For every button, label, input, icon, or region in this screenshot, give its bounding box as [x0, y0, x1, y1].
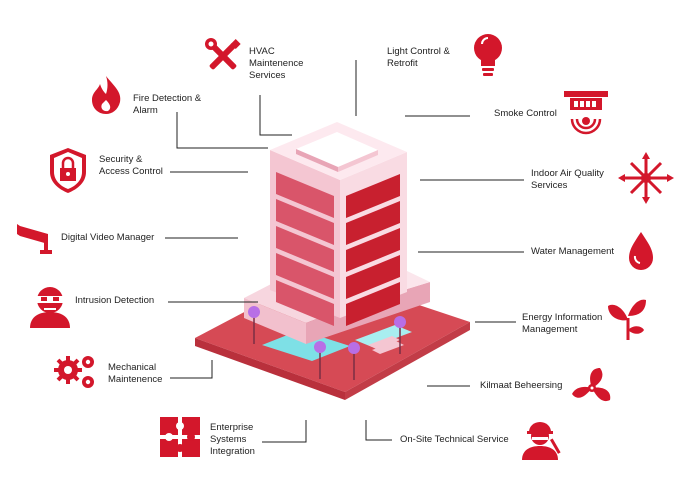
label-energy: Energy Information Management — [522, 312, 603, 335]
line-hvac — [259, 95, 292, 136]
label-intrusion: Intrusion Detection — [75, 295, 155, 306]
window-left — [276, 172, 334, 218]
label-smoke: Smoke Control — [494, 108, 557, 119]
label-enterprise: Enterprise Systems Integration — [210, 422, 255, 457]
window-right — [346, 201, 400, 245]
label-air: Indoor Air Quality Services — [531, 168, 604, 191]
label-hvac: HVAC Maintenence Services — [249, 46, 304, 81]
technician-icon — [522, 422, 561, 460]
plant-sprout-icon — [608, 299, 646, 340]
fan-icon — [572, 368, 611, 402]
air-arrows-icon — [618, 152, 674, 204]
lamp-posts — [248, 306, 406, 380]
lamp-post — [314, 341, 326, 379]
puzzle-icon — [160, 417, 200, 457]
window-left — [276, 253, 334, 299]
line-mechanical — [170, 360, 213, 379]
window-right — [346, 282, 400, 326]
label-klimaat: Kilmaat Beheersing — [480, 380, 563, 391]
pool — [262, 330, 350, 361]
water-drop-icon — [629, 232, 653, 270]
label-light: Light Control & Retrofit — [387, 46, 450, 69]
window-right — [346, 255, 400, 299]
gears-icon — [54, 356, 94, 388]
lamp-post — [248, 306, 260, 344]
window-right — [346, 228, 400, 272]
connector-lines — [165, 60, 524, 443]
line-onsite — [365, 420, 392, 441]
wrench-screwdriver-icon — [205, 38, 241, 70]
window-left — [276, 226, 334, 272]
label-water: Water Management — [531, 246, 615, 257]
label-security: Security & Access Control — [99, 154, 163, 177]
lamp-post — [348, 342, 360, 380]
label-fire: Fire Detection & Alarm — [133, 93, 202, 116]
window-left — [276, 199, 334, 245]
label-video: Digital Video Manager — [61, 232, 155, 243]
windows-left — [276, 172, 334, 326]
flame-icon — [92, 76, 121, 114]
smoke-detector-icon — [564, 91, 608, 135]
window-right — [346, 174, 400, 218]
lightbulb-icon — [474, 34, 502, 76]
line-enterprise — [262, 420, 307, 443]
line-fire — [176, 112, 268, 149]
windows-right — [346, 174, 400, 326]
cctv-camera-icon — [17, 224, 52, 254]
padlock-shield-icon — [50, 148, 86, 193]
lamp-post — [394, 316, 406, 354]
label-onsite: On-Site Technical Service — [400, 434, 509, 445]
label-mechanical: Mechanical Maintenence — [108, 362, 163, 385]
masked-intruder-icon — [30, 287, 70, 328]
window-left — [276, 280, 334, 326]
